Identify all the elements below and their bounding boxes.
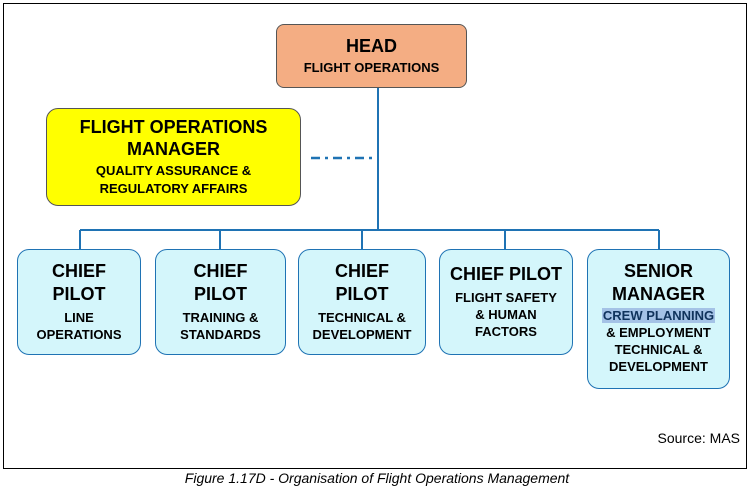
chief-pilot-training-standards-box: CHIEF PILOT TRAINING & STANDARDS: [155, 249, 286, 355]
report-sub-line2: OPERATIONS: [36, 326, 122, 342]
manager-subtitle-line1: QUALITY ASSURANCE &: [95, 163, 252, 178]
head-title: HEAD: [345, 36, 397, 56]
report-sub-line1: TECHNICAL &: [318, 309, 406, 325]
report-sub-line2: DEVELOPMENT: [312, 326, 412, 342]
report-title-line1: SENIOR: [623, 260, 693, 281]
chief-pilot-flight-safety-box: CHIEF PILOT FLIGHT SAFETY & HUMAN FACTOR…: [439, 249, 573, 355]
senior-manager-crew-planning-box: SENIOR MANAGER CREW PLANNING & EMPLOYMEN…: [587, 249, 730, 389]
highlighted-text: CREW PLANNING: [601, 307, 716, 323]
manager-title-line1: FLIGHT OPERATIONS: [79, 117, 268, 137]
report-title-line2: PILOT: [52, 283, 106, 304]
flight-operations-manager-box: FLIGHT OPERATIONS MANAGER QUALITY ASSURA…: [46, 108, 301, 206]
figure-caption: Figure 1.17D - Organisation of Flight Op…: [184, 470, 570, 486]
report-sub-line3: TECHNICAL &: [614, 341, 703, 357]
manager-title-line2: MANAGER: [127, 139, 220, 159]
report-title-line2: PILOT: [194, 283, 247, 304]
report-sub-line4: DEVELOPMENT: [609, 358, 708, 374]
report-sub-line2: & EMPLOYMENT: [606, 324, 711, 340]
report-sub-line1: TRAINING &: [182, 309, 259, 325]
chief-pilot-technical-development-box: CHIEF PILOT TECHNICAL & DEVELOPMENT: [298, 249, 426, 355]
report-title-line1: CHIEF PILOT: [450, 263, 562, 284]
manager-subtitle-line2: REGULATORY AFFAIRS: [99, 181, 248, 196]
report-title-line1: CHIEF: [193, 260, 248, 281]
chief-pilot-line-operations-box: CHIEF PILOT LINE OPERATIONS: [17, 249, 141, 355]
report-sub-line1: FLIGHT SAFETY: [455, 289, 557, 305]
report-sub-line2: & HUMAN: [475, 306, 537, 322]
head-subtitle: FLIGHT OPERATIONS: [303, 60, 440, 75]
report-sub-line1: LINE: [64, 309, 94, 325]
source-label: Source: MAS: [657, 430, 740, 446]
report-sub-line3: FACTORS: [475, 323, 537, 339]
report-sub-line2: STANDARDS: [180, 326, 261, 342]
report-title-line1: CHIEF: [52, 260, 106, 281]
report-title-line2: PILOT: [335, 283, 389, 304]
report-title-line1: CHIEF: [335, 260, 389, 281]
report-title-line2: MANAGER: [612, 283, 705, 304]
head-flight-operations-box: HEAD FLIGHT OPERATIONS: [276, 24, 467, 88]
